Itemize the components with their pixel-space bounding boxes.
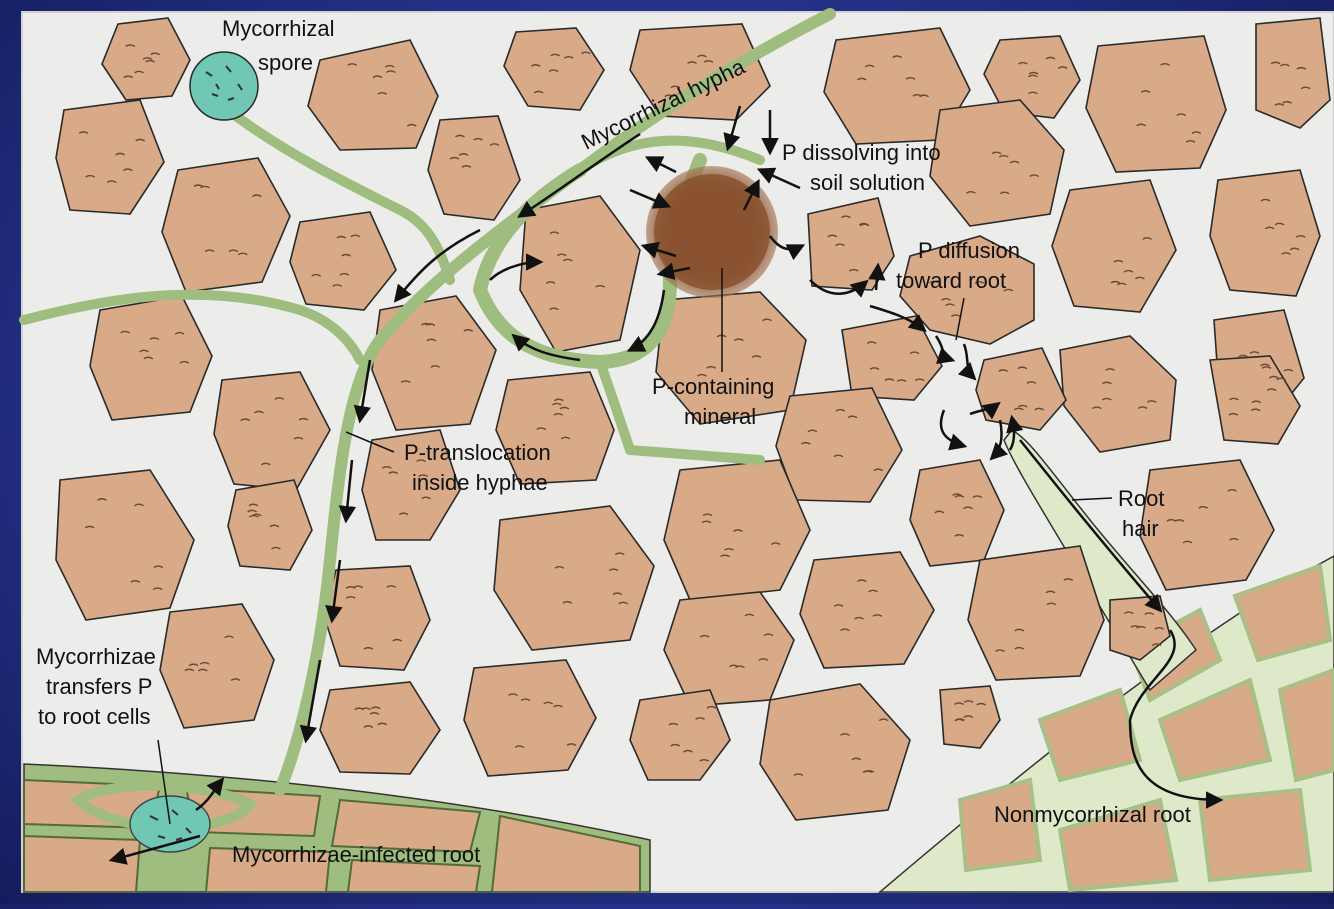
- label-mycorrhizae-transfers-line3: to root cells: [38, 704, 151, 729]
- soil-particle: [1210, 170, 1320, 296]
- label-mycorrhizae-transfers-line2: transfers P: [46, 674, 152, 699]
- label-p-containing-line1: P-containing: [652, 374, 774, 399]
- label-p-dissolving-line1: P dissolving into: [782, 140, 941, 165]
- mycorrhizal-spore: [190, 52, 258, 120]
- label-mycorrhizae-transfers-line1: Mycorrhizae: [36, 644, 156, 669]
- label-p-dissolving-line2: soil solution: [810, 170, 925, 195]
- label-p-diffusion-line2: toward root: [896, 268, 1006, 293]
- soil-particle: [1086, 36, 1226, 172]
- label-nonmycorrhizal-root: Nonmycorrhizal root: [994, 802, 1191, 827]
- p-containing-mineral: [646, 166, 778, 298]
- label-mycorrhizal-spore-line1: Mycorrhizal: [222, 16, 334, 41]
- label-root-hair-line1: Root: [1118, 486, 1164, 511]
- soil-particle: [968, 546, 1104, 680]
- label-p-translocation-line2: inside hyphae: [412, 470, 548, 495]
- soil-particle: [808, 198, 894, 290]
- label-p-containing-line2: mineral: [684, 404, 756, 429]
- label-p-diffusion-line1: P diffusion: [918, 238, 1020, 263]
- soil-particle: [496, 372, 614, 484]
- label-p-translocation-line1: P-translocation: [404, 440, 551, 465]
- label-infected-root: Mycorrhizae-infected root: [232, 842, 480, 867]
- label-mycorrhizal-spore-line2: spore: [258, 50, 313, 75]
- label-root-hair-line2: hair: [1122, 516, 1159, 541]
